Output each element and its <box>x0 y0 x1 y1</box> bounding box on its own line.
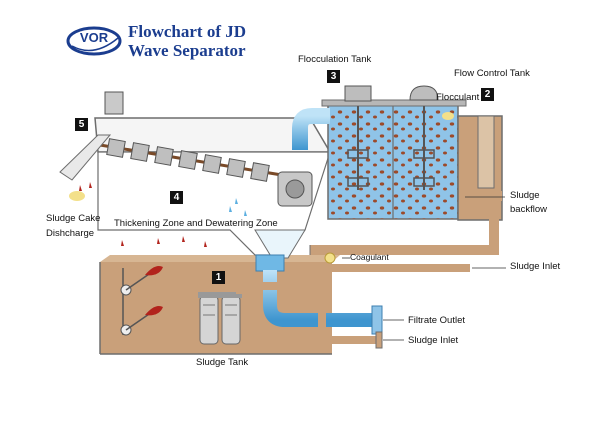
label-sludge-inlet-bottom: Sludge Inlet <box>408 335 459 346</box>
pumps <box>198 292 242 345</box>
title-line-1: Flowchart of JD <box>128 22 247 41</box>
label-sludge-cake-1: Sludge Cake <box>46 213 101 224</box>
label-sludge-inlet-right: Sludge Inlet <box>510 261 561 272</box>
step-badge-4: 4 <box>170 191 183 204</box>
pipes <box>236 108 502 349</box>
label-sludge-tank: Sludge Tank <box>196 357 249 368</box>
label-sludge-backflow-2: backflow <box>510 204 547 215</box>
step-badge-5: 5 <box>75 118 88 131</box>
label-flocculation-tank: Flocculation Tank <box>298 54 372 65</box>
label-sludge-cake-2: Dishcharge <box>46 228 95 239</box>
leader-lines <box>342 196 506 341</box>
dewatering-section <box>59 91 332 272</box>
step-badge-3: 3 <box>327 70 340 83</box>
title-line-2: Wave Separator <box>128 41 246 60</box>
label-flow-control-tank: Flow Control Tank <box>454 68 530 79</box>
label-coagulant: Coagulant <box>350 252 389 262</box>
label-flocculant: Flocculant <box>436 92 480 103</box>
step-badge-1: 1 <box>212 271 225 284</box>
label-thickening-zone: Thickening Zone and Dewatering Zone <box>114 218 278 229</box>
flocculation-tank <box>321 85 467 220</box>
label-filtrate-outlet: Filtrate Outlet <box>408 315 466 326</box>
logo-text: VOR <box>79 30 109 45</box>
vor-logo <box>66 26 122 56</box>
diagram-title: Flowchart of JD Wave Separator <box>128 22 246 60</box>
step-badge-2: 2 <box>481 88 494 101</box>
label-sludge-backflow-1: Sludge <box>510 190 540 201</box>
